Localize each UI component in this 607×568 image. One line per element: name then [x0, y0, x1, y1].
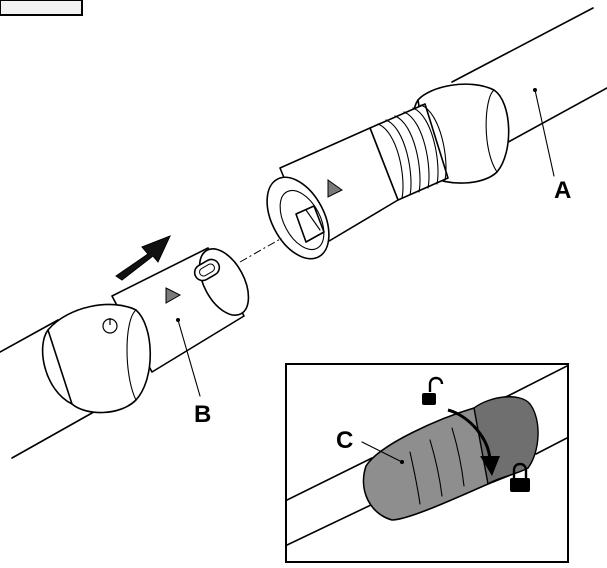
unlocked-padlock-icon — [422, 376, 444, 405]
callout-a-label: A — [554, 177, 571, 204]
callout-a-leader — [534, 89, 555, 177]
plug-triangle-icon — [165, 287, 182, 304]
alignment-axis — [239, 237, 283, 263]
tube-b-collar — [47, 303, 151, 414]
corner-header-box — [0, 0, 83, 16]
callout-b-label: B — [194, 401, 211, 428]
collar-symbol-icon — [102, 318, 118, 334]
arrow-right-up-icon — [115, 235, 171, 281]
tube-b — [0, 247, 250, 459]
callout-c-leader — [361, 441, 403, 463]
curved-arrow-icon — [447, 408, 492, 463]
callout-c-label: C — [336, 427, 353, 454]
callout-b-leader — [177, 319, 201, 397]
inset-detail: C — [285, 363, 569, 563]
tube-a — [266, 7, 607, 260]
locked-padlock-icon — [510, 462, 530, 492]
socket-triangle-icon — [327, 179, 343, 198]
